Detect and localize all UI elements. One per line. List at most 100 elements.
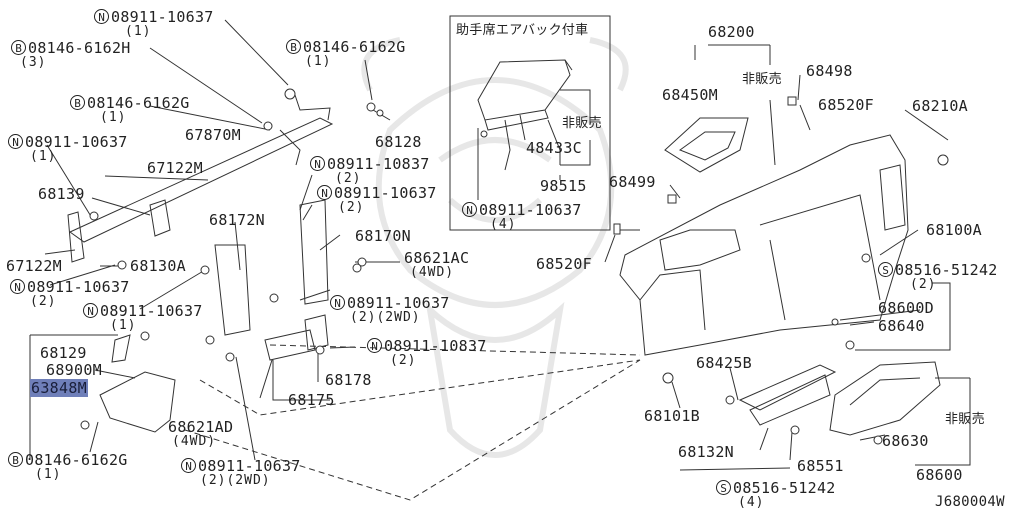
part-qty: (2)(2WD) xyxy=(350,310,421,325)
part-label[interactable]: 68210A xyxy=(912,97,968,115)
part-label[interactable]: 08911-10637 xyxy=(334,184,437,202)
part-label[interactable]: 68551 xyxy=(797,457,844,475)
page-code: J680004W xyxy=(935,494,1005,510)
part-label[interactable]: 08911-10637 xyxy=(25,133,128,151)
nut-prefix-icon: N xyxy=(10,279,25,294)
part-label[interactable]: 68640 xyxy=(878,317,925,335)
inset-title: 助手席エアバック付車 xyxy=(456,23,589,38)
part-label[interactable]: 68425B xyxy=(696,354,752,372)
not-for-sale-note: 非販売 xyxy=(945,412,985,427)
part-label-highlighted[interactable]: 63848M xyxy=(30,379,88,397)
part-label[interactable]: 08911-10637 xyxy=(347,294,450,312)
nut-prefix-icon: N xyxy=(94,9,109,24)
bracket-63848m-drawing xyxy=(99,371,176,433)
nut-prefix-icon: N xyxy=(83,303,98,318)
not-for-sale-note: 非販売 xyxy=(742,72,782,87)
part-label[interactable]: 68129 xyxy=(40,344,87,362)
part-label[interactable]: 68101B xyxy=(644,407,700,425)
part-label[interactable]: 68130A xyxy=(130,257,186,275)
part-qty: (4) xyxy=(738,495,765,510)
rail-68132n-drawing xyxy=(738,364,837,426)
part-label[interactable]: 68499 xyxy=(609,173,656,191)
part-label[interactable]: 48433C xyxy=(526,139,582,157)
part-label[interactable]: 08146-6162G xyxy=(303,38,406,56)
part-qty: (1) xyxy=(35,467,62,482)
part-qty: (4WD) xyxy=(410,265,455,280)
part-label[interactable]: 68200 xyxy=(708,23,755,41)
part-label[interactable]: 68178 xyxy=(325,371,372,389)
part-label[interactable]: 68600 xyxy=(916,466,963,484)
part-qty: (1) xyxy=(125,24,152,39)
not-for-sale-note: 非販売 xyxy=(562,116,602,131)
part-label[interactable]: 67122M xyxy=(6,257,62,275)
part-label[interactable]: 68175 xyxy=(288,391,335,409)
part-label[interactable]: 68128 xyxy=(375,133,422,151)
part-label[interactable]: 67870M xyxy=(185,126,241,144)
part-label[interactable]: 08911-10637 xyxy=(100,302,203,320)
bolt-prefix-icon: B xyxy=(8,452,23,467)
airbag-module-drawing xyxy=(477,59,571,121)
nut-prefix-icon: N xyxy=(181,458,196,473)
part-label[interactable]: 68450M xyxy=(662,86,718,104)
part-qty: (2) xyxy=(338,200,365,215)
part-label[interactable]: 68520F xyxy=(818,96,874,114)
part-qty: (2) xyxy=(910,277,937,292)
part-label[interactable]: 68600D xyxy=(878,299,934,317)
part-qty: (4) xyxy=(490,217,517,232)
watermark-emblem xyxy=(361,37,629,458)
nut-prefix-icon: N xyxy=(330,295,345,310)
part-qty: (2) xyxy=(30,294,57,309)
part-label[interactable]: 08911-10637 xyxy=(111,8,214,26)
part-label[interactable]: 08146-6162G xyxy=(25,451,128,469)
part-label[interactable]: 68621AD xyxy=(168,418,234,436)
part-label[interactable]: 68172N xyxy=(209,211,265,229)
part-label[interactable]: 68621AC xyxy=(404,249,470,267)
part-label[interactable]: 68900M xyxy=(46,361,102,379)
part-label[interactable]: 08911-10637 xyxy=(198,457,301,475)
part-qty: (2)(2WD) xyxy=(200,473,271,488)
highlighted-part[interactable]: 63848M xyxy=(30,379,88,397)
part-qty: (1) xyxy=(30,149,57,164)
bolt-prefix-icon: B xyxy=(70,95,85,110)
nut-prefix-icon: N xyxy=(462,202,477,217)
part-label[interactable]: 08516-51242 xyxy=(733,479,836,497)
glove-box-drawing xyxy=(829,361,941,436)
airbag-inset-frame xyxy=(449,15,611,231)
meter-hood-drawing xyxy=(664,117,749,173)
part-label[interactable]: 08911-10837 xyxy=(327,155,430,173)
part-label[interactable]: 08146-6162G xyxy=(87,94,190,112)
part-label[interactable]: 08146-6162H xyxy=(28,39,131,57)
steering-member-drawing xyxy=(69,117,334,243)
part-qty: (2) xyxy=(390,353,417,368)
part-qty: (1) xyxy=(305,54,332,69)
screw-prefix-icon: S xyxy=(878,262,893,277)
part-label[interactable]: 68520F xyxy=(536,255,592,273)
nut-prefix-icon: N xyxy=(367,338,382,353)
part-qty: (2) xyxy=(335,171,362,186)
instrument-panel-drawing xyxy=(619,134,909,356)
part-label[interactable]: 68630 xyxy=(882,432,929,450)
part-label[interactable]: 68498 xyxy=(806,62,853,80)
part-label[interactable]: 68132N xyxy=(678,443,734,461)
part-label[interactable]: 68139 xyxy=(38,185,85,203)
nut-prefix-icon: N xyxy=(8,134,23,149)
nut-prefix-icon: N xyxy=(317,185,332,200)
part-label[interactable]: 68100A xyxy=(926,221,982,239)
part-qty: (3) xyxy=(20,55,47,70)
part-label[interactable]: 67122M xyxy=(147,159,203,177)
part-qty: (4WD) xyxy=(172,434,217,449)
part-label[interactable]: 08911-10637 xyxy=(27,278,130,296)
part-qty: (1) xyxy=(100,110,127,125)
bolt-prefix-icon: B xyxy=(11,40,26,55)
part-label[interactable]: 08911-10637 xyxy=(479,201,582,219)
screw-prefix-icon: S xyxy=(716,480,731,495)
part-label[interactable]: 08911-10837 xyxy=(384,337,487,355)
part-label[interactable]: 68170N xyxy=(355,227,411,245)
part-label[interactable]: 08516-51242 xyxy=(895,261,998,279)
part-label[interactable]: 98515 xyxy=(540,177,587,195)
bolt-prefix-icon: B xyxy=(286,39,301,54)
part-qty: (1) xyxy=(110,318,137,333)
nut-prefix-icon: N xyxy=(310,156,325,171)
